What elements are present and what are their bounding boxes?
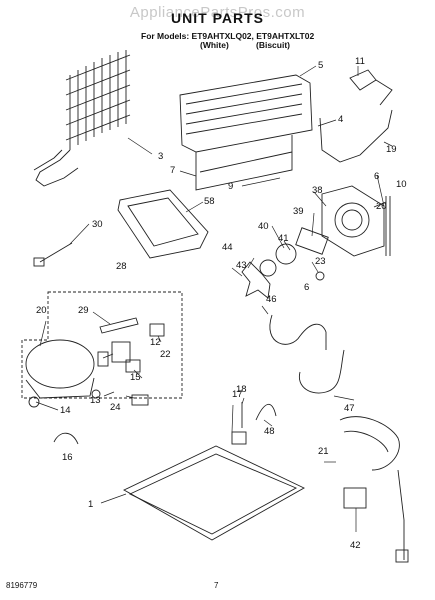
callout-6a: 6 [374, 171, 379, 182]
variant-white: (White) [200, 40, 229, 50]
compressor [25, 339, 101, 408]
callout-24: 24 [110, 402, 121, 413]
wiring-harness [339, 416, 409, 563]
callout-22: 22 [160, 349, 171, 360]
callout-23: 23 [315, 256, 326, 267]
page-title: UNIT PARTS [171, 10, 264, 26]
grommet-17 [231, 431, 247, 445]
part-20 [373, 201, 387, 208]
leader-lines [35, 65, 393, 532]
callout-29: 29 [78, 305, 89, 316]
callout-42: 42 [350, 540, 361, 551]
callout-39: 39 [293, 206, 304, 217]
callout-20b: 20 [36, 305, 47, 316]
tube-46 [269, 314, 327, 350]
callout-28: 28 [116, 261, 127, 272]
callout-46: 46 [266, 294, 277, 305]
callout-40: 40 [258, 221, 269, 232]
callout-38: 38 [312, 185, 323, 196]
tube-47 [298, 349, 345, 394]
compressor-kit-box [21, 291, 183, 399]
part-11 [349, 69, 393, 106]
callout-6b: 6 [304, 282, 309, 293]
callout-7: 7 [170, 165, 175, 176]
callout-labels: 3 5 4 11 7 9 19 6 10 20 38 39 40 41 58 3… [36, 56, 407, 551]
part-10 [385, 196, 391, 256]
callout-16: 16 [62, 452, 73, 463]
callout-43: 43 [236, 260, 247, 271]
callout-10: 10 [396, 179, 407, 190]
callout-20: 20 [376, 201, 387, 212]
callout-12: 12 [150, 337, 161, 348]
callout-11: 11 [355, 56, 365, 67]
wire-harness-4 [319, 109, 393, 163]
callout-44: 44 [222, 242, 233, 253]
part-16 [53, 432, 79, 445]
part-29 [99, 317, 139, 334]
callout-15: 15 [130, 372, 141, 383]
callout-3: 3 [158, 151, 163, 162]
cable-30 [39, 242, 73, 263]
base-plate [123, 445, 305, 541]
callout-5: 5 [318, 60, 323, 71]
condenser-coil [33, 50, 131, 187]
page-number: 7 [214, 581, 219, 590]
callout-4: 4 [338, 114, 343, 125]
drain-pan [117, 189, 209, 259]
callout-14: 14 [60, 405, 71, 416]
connector-30 [33, 257, 45, 267]
callout-48: 48 [264, 426, 275, 437]
part-23 [315, 271, 325, 281]
part-15 [125, 359, 141, 373]
part-22 [149, 323, 165, 337]
tube-48 [255, 404, 277, 421]
part-24 [131, 394, 149, 406]
models-list: ET9AHTXLQ02, ET9AHTXLT02 [191, 31, 315, 41]
part-12 [111, 341, 131, 363]
callout-41: 41 [278, 233, 289, 244]
evaporator [179, 74, 313, 191]
callout-9: 9 [228, 181, 233, 192]
callout-47: 47 [344, 403, 355, 414]
variant-biscuit: (Biscuit) [256, 40, 290, 50]
fan-assembly [241, 185, 385, 299]
callout-17: 17 [232, 389, 243, 400]
watermark: AppliancePartsPros.com [129, 4, 306, 21]
callout-13: 13 [90, 395, 101, 406]
callout-19: 19 [386, 144, 397, 155]
models-line: For Models: ET9AHTXLQ02, ET9AHTXLT02 [141, 31, 314, 41]
callout-30: 30 [92, 219, 103, 230]
models-prefix: For Models: [141, 31, 190, 41]
part-13 [97, 351, 109, 367]
callout-1: 1 [88, 499, 93, 510]
callout-18: 18 [236, 384, 247, 395]
document-number: 8196779 [6, 581, 38, 590]
callout-21: 21 [318, 446, 329, 457]
callout-58: 58 [204, 196, 215, 207]
